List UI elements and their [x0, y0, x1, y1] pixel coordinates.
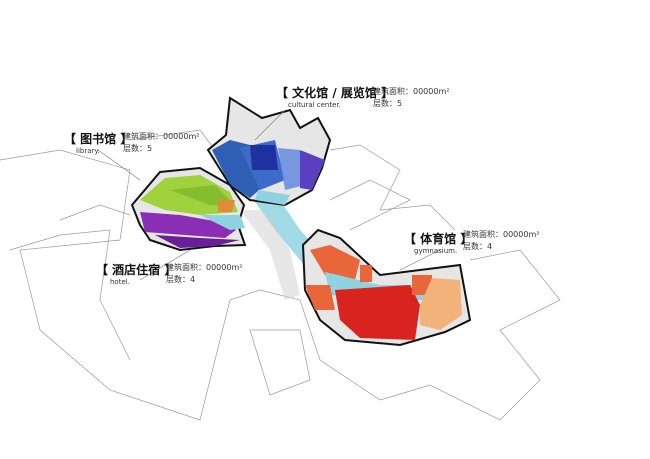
cultural-center-info: 建筑面积：00000m² 层数：5 — [373, 86, 449, 110]
gymnasium-title: 【 体育馆 】 — [404, 232, 473, 246]
library-title: 【 图书馆 】 — [64, 132, 133, 146]
cultural-center-title: 【 文化馆 / 展览馆 】 — [276, 86, 394, 100]
gymnasium-english: gymnasium. — [414, 247, 458, 255]
gymnasium-info: 建筑面积：00000m² 层数：4 — [463, 229, 539, 253]
cultural-center-area: 建筑面积：00000m² — [373, 87, 450, 96]
context-lines — [0, 129, 561, 421]
cultural-center-english: cultural center. — [288, 101, 341, 109]
hotel-english: hotel. — [110, 278, 130, 286]
hotel-title: 【 酒店住宿 】 — [96, 263, 177, 277]
library-area: 建筑面积：00000m² — [123, 132, 200, 141]
leader-lines — [97, 109, 441, 281]
gymnasium-label: 【 体育馆 】 gymnasium. — [404, 230, 472, 255]
gymnasium-floors: 层数：4 — [463, 242, 493, 251]
hotel-floors: 层数：4 — [166, 275, 196, 284]
library-label: 【 图书馆 】 library. — [64, 130, 132, 155]
library-hotel-massing — [130, 166, 247, 252]
hotel-area: 建筑面积：00000m² — [166, 263, 243, 272]
gymnasium-area: 建筑面积：00000m² — [463, 230, 540, 239]
hotel-label: 【 酒店住宿 】 hotel. — [96, 261, 176, 286]
cultural-center-massing — [206, 96, 332, 207]
library-info: 建筑面积：00000m² 层数：5 — [123, 131, 199, 155]
hotel-info: 建筑面积：00000m² 层数：4 — [166, 262, 242, 286]
library-floors: 层数：5 — [123, 144, 153, 153]
library-english: library. — [76, 147, 100, 155]
cultural-center-label: 【 文化馆 / 展览馆 】 cultural center. — [276, 84, 393, 109]
gymnasium-massing — [301, 228, 472, 347]
cultural-center-floors: 层数：5 — [373, 99, 403, 108]
